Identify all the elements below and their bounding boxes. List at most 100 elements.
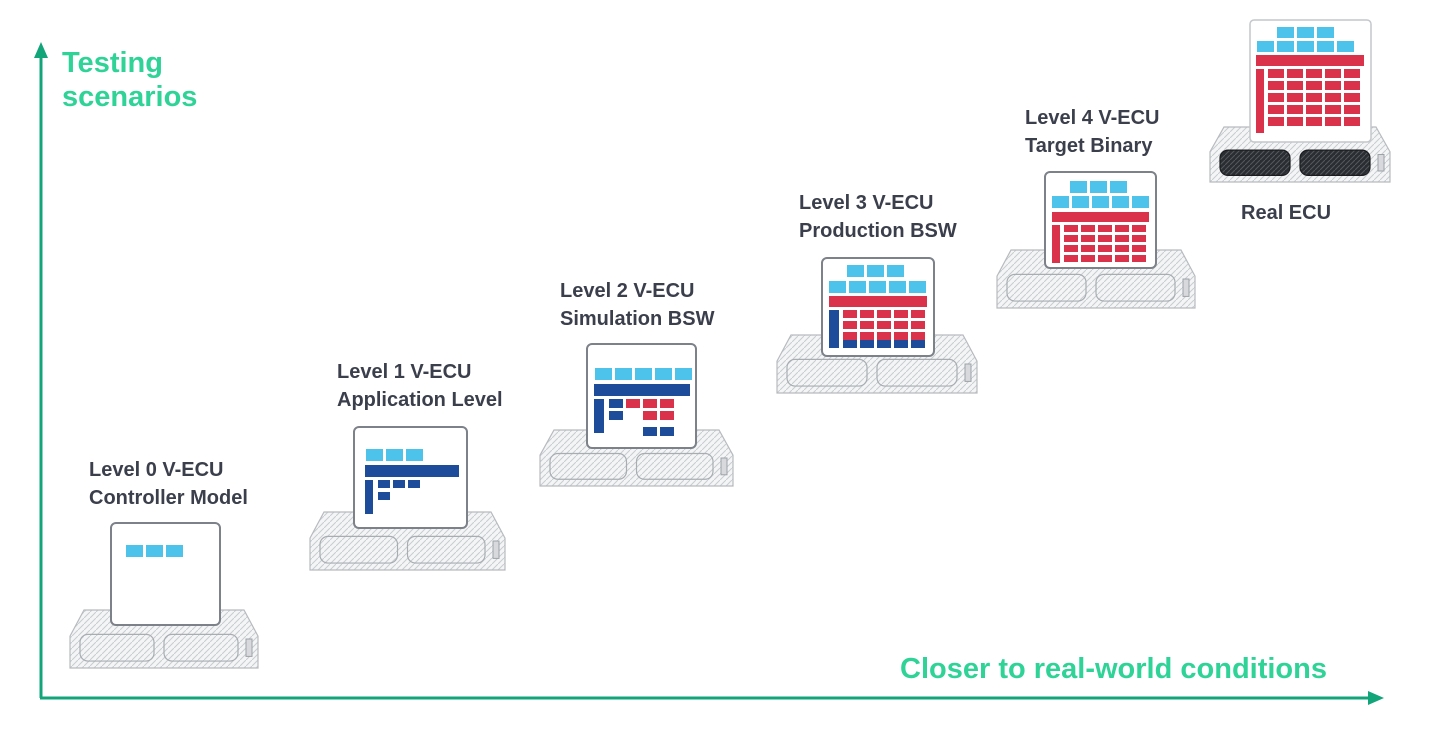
light-blue-block <box>655 368 672 380</box>
y-axis-title-line-1: Testing <box>62 47 163 79</box>
light-blue-block <box>1112 196 1129 208</box>
level-3-name: Level 3 V-ECU <box>799 192 934 214</box>
red-block <box>1325 81 1341 90</box>
level-4-name: Level 4 V-ECU <box>1025 107 1160 129</box>
housing-latch <box>720 457 728 476</box>
red-bar <box>829 296 927 307</box>
red-block <box>860 332 874 340</box>
red-block <box>877 321 891 329</box>
y-axis-title-line-2: scenarios <box>62 81 198 113</box>
red-block <box>1268 117 1284 126</box>
dark-blue-block <box>609 399 623 408</box>
level-1-subtitle: Application Level <box>337 389 503 411</box>
red-block <box>843 332 857 340</box>
level-3-subtitle: Production BSW <box>799 220 957 242</box>
light-blue-block <box>635 368 652 380</box>
light-blue-block <box>1277 41 1294 52</box>
light-blue-block <box>849 281 866 293</box>
dark-blue-block <box>393 480 405 488</box>
light-blue-block <box>1297 27 1314 38</box>
red-bar <box>1052 212 1149 222</box>
light-blue-block <box>615 368 632 380</box>
dark-blue-block <box>843 340 857 348</box>
red-column <box>1256 69 1264 133</box>
x-axis-arrow <box>1368 691 1384 705</box>
red-block <box>1287 105 1303 114</box>
light-blue-block <box>1257 41 1274 52</box>
dark-blue-column <box>829 310 839 348</box>
ecu-level1-icon <box>309 426 506 571</box>
red-block <box>1344 105 1360 114</box>
red-block <box>1268 93 1284 102</box>
dark-blue-block <box>378 492 390 500</box>
red-block <box>1344 81 1360 90</box>
light-blue-block <box>889 281 906 293</box>
red-bar <box>1256 55 1364 66</box>
red-block <box>1064 245 1078 252</box>
level-0-label: Level 0 V-ECU Controller Model <box>89 456 248 512</box>
light-blue-block <box>1090 181 1107 193</box>
housing-latch <box>1182 278 1190 297</box>
red-block <box>1081 245 1095 252</box>
connector-slot <box>319 535 399 564</box>
level-2-subtitle: Simulation BSW <box>560 308 715 330</box>
light-blue-block <box>867 265 884 277</box>
red-block <box>877 332 891 340</box>
red-block <box>1132 255 1146 262</box>
light-blue-block <box>1092 196 1109 208</box>
light-blue-block <box>829 281 846 293</box>
red-block <box>1098 245 1112 252</box>
light-blue-block <box>1297 41 1314 52</box>
red-block <box>1306 117 1322 126</box>
connector-slot <box>406 535 486 564</box>
red-block <box>1132 245 1146 252</box>
ecu-level4-icon <box>996 171 1196 309</box>
level-2-label: Level 2 V-ECU Simulation BSW <box>560 277 714 333</box>
red-block <box>1098 255 1112 262</box>
red-block <box>1306 69 1322 78</box>
red-block <box>1081 225 1095 232</box>
dark-blue-block <box>643 427 657 436</box>
red-block <box>1115 235 1129 242</box>
dark-blue-column <box>594 399 604 433</box>
red-block <box>1325 117 1341 126</box>
connector-slot <box>163 633 239 662</box>
ecu-icons <box>69 19 1391 669</box>
connector-slot <box>1299 149 1371 177</box>
red-block <box>1268 105 1284 114</box>
light-blue-block <box>1110 181 1127 193</box>
red-block <box>1344 69 1360 78</box>
light-blue-block <box>1337 41 1354 52</box>
connector-slot <box>1006 273 1087 302</box>
level-1-name: Level 1 V-ECU <box>337 361 472 383</box>
red-block <box>860 321 874 329</box>
red-block <box>1344 93 1360 102</box>
light-blue-block <box>1052 196 1069 208</box>
red-block <box>894 321 908 329</box>
red-block <box>877 310 891 318</box>
red-block <box>843 321 857 329</box>
red-block <box>860 310 874 318</box>
red-block <box>1098 235 1112 242</box>
red-block <box>1325 93 1341 102</box>
red-block <box>1064 235 1078 242</box>
level-3-label: Level 3 V-ECU Production BSW <box>799 189 957 245</box>
dark-blue-block <box>378 480 390 488</box>
red-block <box>1287 117 1303 126</box>
dark-blue-bar <box>594 384 690 396</box>
light-blue-block <box>847 265 864 277</box>
red-block <box>1325 69 1341 78</box>
dark-blue-block <box>660 427 674 436</box>
dark-blue-block <box>877 340 891 348</box>
light-blue-block <box>1277 27 1294 38</box>
dark-blue-block <box>911 340 925 348</box>
red-block <box>1098 225 1112 232</box>
level-4-label: Level 4 V-ECU Target Binary <box>1025 104 1160 160</box>
red-block <box>1325 105 1341 114</box>
red-block <box>1268 81 1284 90</box>
red-block <box>643 411 657 420</box>
red-block <box>1115 245 1129 252</box>
housing-latch <box>492 540 500 559</box>
light-blue-block <box>909 281 926 293</box>
